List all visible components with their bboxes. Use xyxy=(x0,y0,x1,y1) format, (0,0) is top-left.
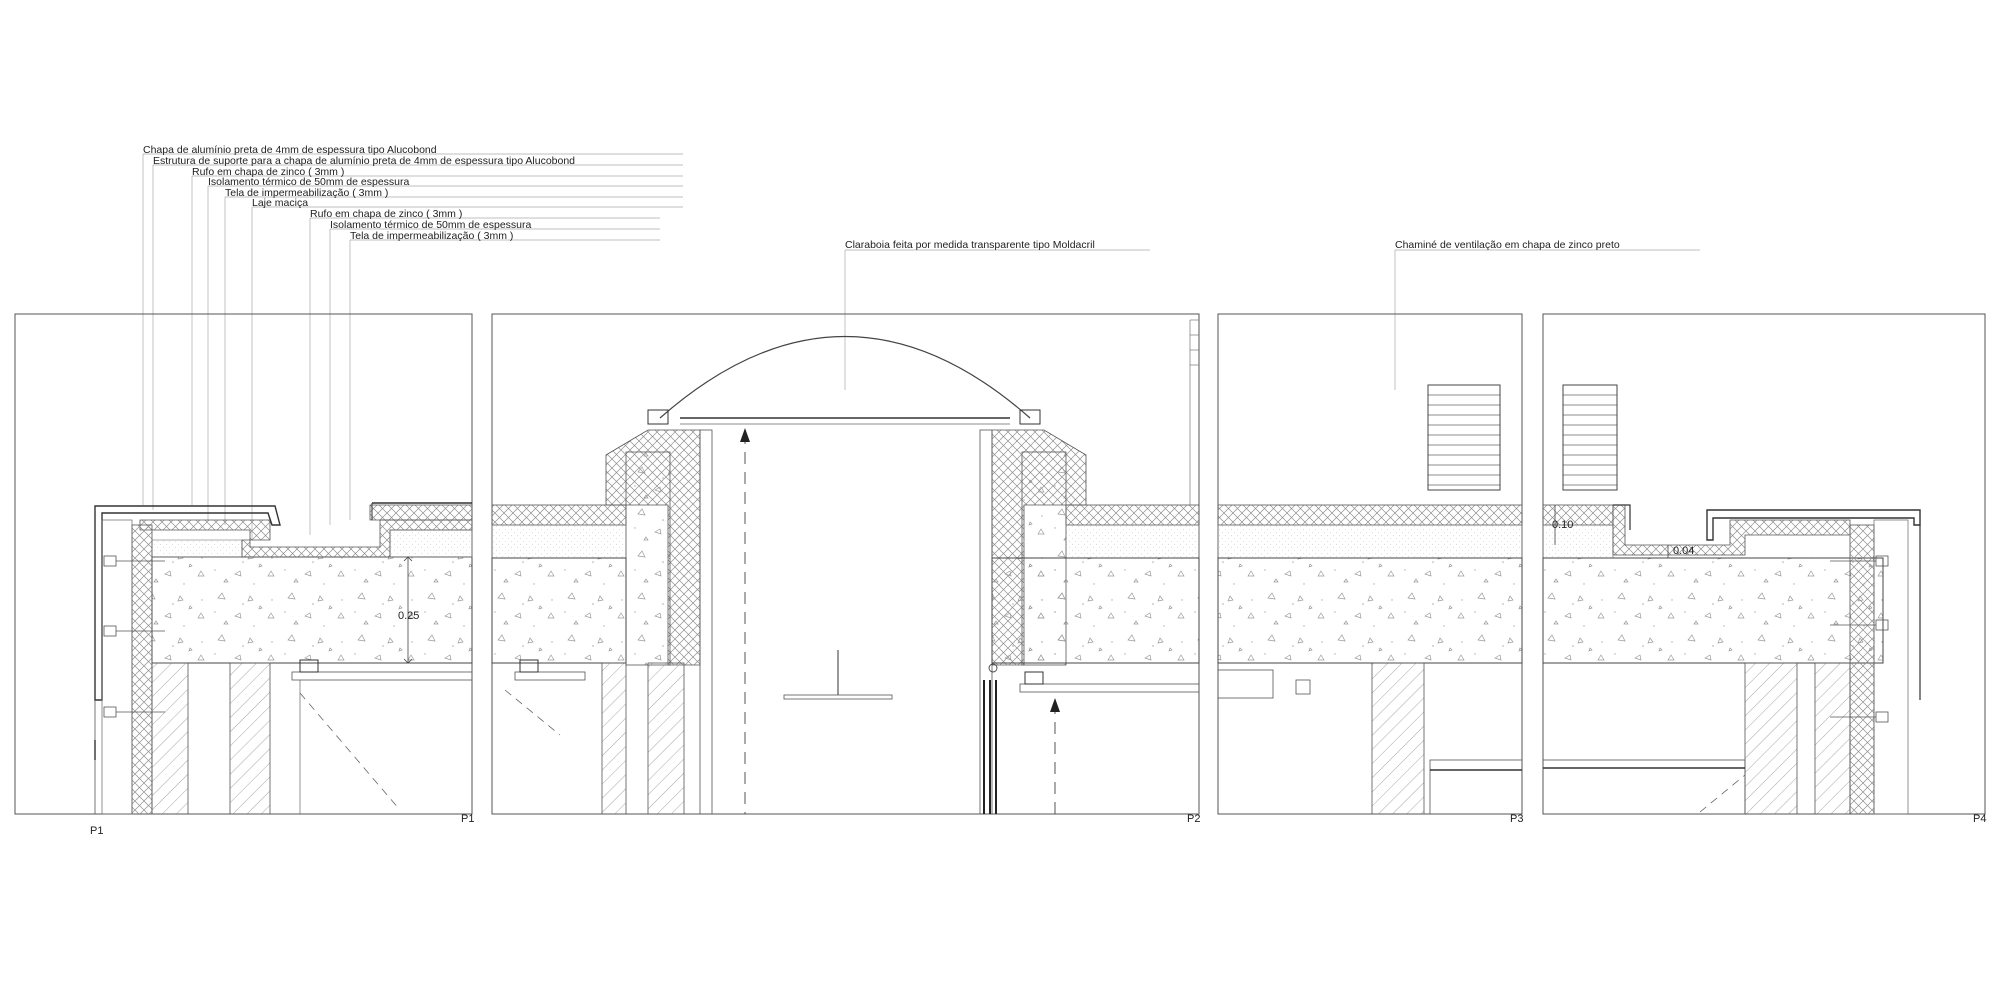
note-zinc-flashing: Rufo em chapa de zinco ( 3mm ) xyxy=(192,166,344,178)
dimension-step: 0.04 xyxy=(1673,545,1694,557)
section-p2 xyxy=(491,319,1200,815)
note-alucobond: Chapa de alumínio preta de 4mm de espess… xyxy=(143,144,437,156)
tag-p3: P3 xyxy=(1510,813,1523,825)
annotation-labels: Chapa de alumínio preta de 4mm de espess… xyxy=(143,144,1620,251)
skylight-dome xyxy=(659,335,1031,419)
note-zinc-flashing-2: Rufo em chapa de zinco ( 3mm ) xyxy=(310,208,462,220)
chimney-vent-2 xyxy=(1562,384,1618,491)
dimension-slab: 0.25 xyxy=(398,610,419,622)
tag-p1-right: P1 xyxy=(461,813,474,825)
note-insulation: Isolamento térmico de 50mm de espessura xyxy=(208,176,410,188)
section-p3 xyxy=(1217,384,1523,815)
section-p1: 0.25 xyxy=(94,502,473,815)
note-waterproofing: Tela de impermeabilização ( 3mm ) xyxy=(225,187,388,199)
note-chimney: Chaminé de ventilação em chapa de zinco … xyxy=(1395,239,1620,251)
tag-p4: P4 xyxy=(1973,813,1986,825)
note-waterproofing-2: Tela de impermeabilização ( 3mm ) xyxy=(350,230,513,242)
tag-p1-left: P1 xyxy=(90,825,103,837)
chimney-vent xyxy=(1427,384,1501,491)
note-skylight: Claraboia feita por medida transparente … xyxy=(845,239,1095,251)
tag-p2: P2 xyxy=(1187,813,1200,825)
panel-tags: P1 P1 P2 P3 P4 xyxy=(90,813,1986,837)
note-insulation-2: Isolamento térmico de 50mm de espessura xyxy=(330,219,532,231)
note-solid-slab: Laje maciça xyxy=(252,197,308,209)
annotation-notes xyxy=(142,153,1700,540)
note-support-structure: Estrutura de suporte para a chapa de alu… xyxy=(153,155,575,167)
dimension-upstand: 0.10 xyxy=(1552,519,1573,531)
section-p4: 0.10 0.04 xyxy=(1542,384,1921,815)
